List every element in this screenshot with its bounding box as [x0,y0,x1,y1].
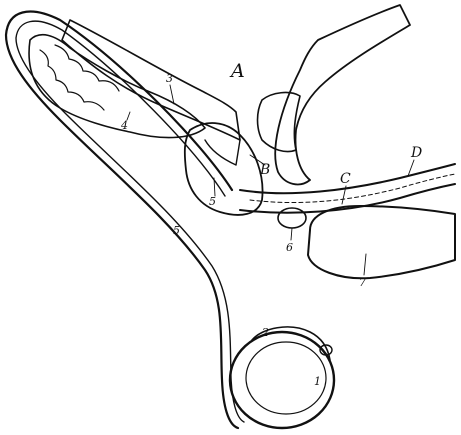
label-d: D [410,145,422,161]
seminal-vesicle [29,35,205,138]
label-1: 1 [314,375,321,388]
prostate [185,123,263,215]
label-c: C [340,171,351,187]
gland [278,208,306,228]
bulb [308,206,455,278]
label-a: A [229,60,245,82]
label-4: 4 [120,119,128,132]
pubic-bone [258,5,411,184]
duct [6,12,244,428]
label-3: 3 [166,72,173,85]
label-5-prostate: 5 [209,195,216,208]
label-6: 6 [286,241,293,254]
label-5-duct: 5 [173,224,180,237]
label-2: 2 [261,326,269,339]
label-7: 7 [359,276,366,289]
